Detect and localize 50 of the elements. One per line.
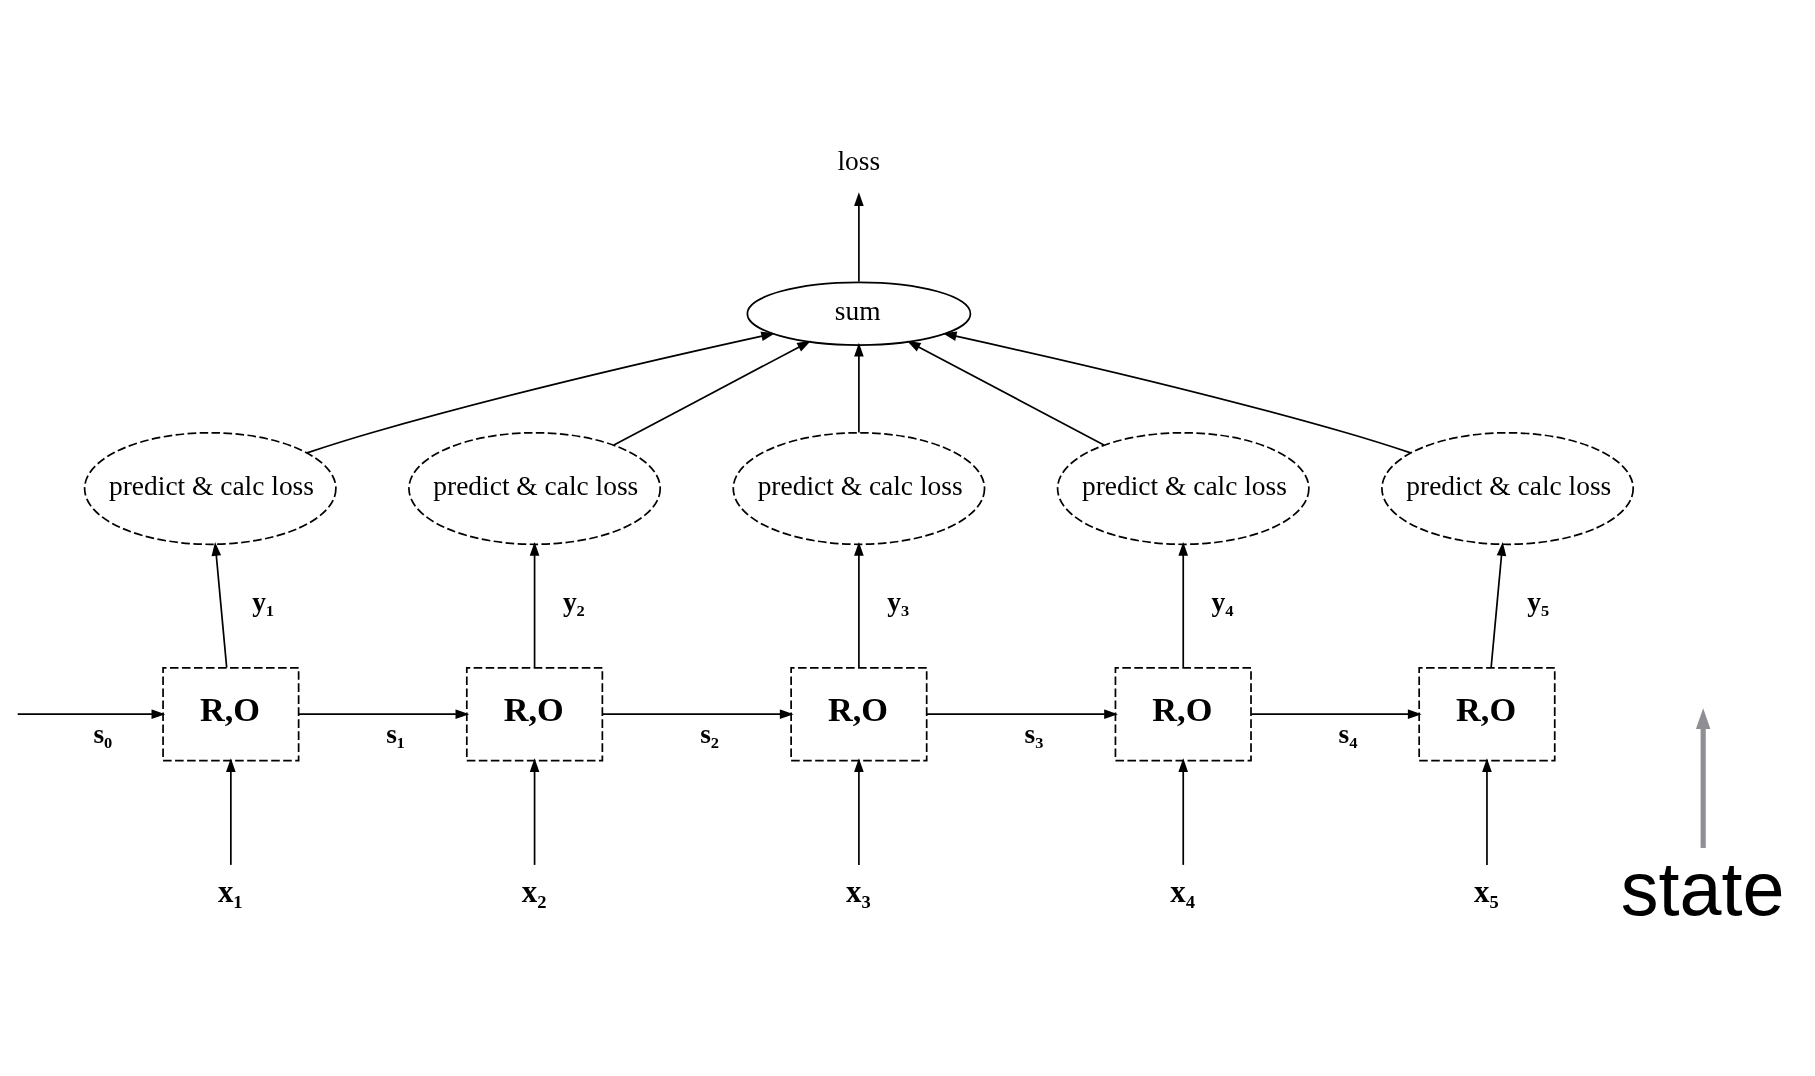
arrow (1482, 757, 1492, 866)
node-box: R,O (162, 666, 300, 761)
edge-label: y₄ (1211, 586, 1234, 617)
node-text: x₃ (846, 873, 871, 909)
arrow (529, 757, 540, 866)
arrow (211, 541, 228, 668)
arrow (601, 708, 794, 719)
node-box: R,O (1114, 666, 1252, 761)
node-ellipse: predict & calc loss (408, 431, 662, 545)
arrow (906, 340, 1105, 446)
edge-label: y₃ (887, 586, 910, 617)
node-box: R,O (1418, 666, 1556, 761)
node-ellipse: sum (746, 281, 972, 346)
edge-label: s₂ (700, 718, 720, 749)
edge-label: s₄ (1338, 718, 1358, 749)
node-ellipse: predict & calc loss (1381, 431, 1635, 545)
arrow (1250, 708, 1422, 719)
arrow (1695, 707, 1711, 848)
node-text: x₂ (521, 873, 547, 909)
arrow (854, 757, 864, 866)
edge-label: s₃ (1024, 718, 1044, 749)
node-text: x₅ (1474, 873, 1499, 909)
node-text: x₁ (217, 873, 243, 909)
edge-label: y₅ (1527, 586, 1550, 617)
arrow (926, 708, 1118, 719)
arrow (226, 757, 236, 866)
edge-label: s₁ (386, 718, 406, 749)
node-box: R,O (790, 666, 928, 761)
node-ellipse: predict & calc loss (1056, 431, 1310, 545)
arrow (1178, 541, 1189, 668)
arrow (1490, 541, 1507, 668)
node-text: state (1620, 846, 1785, 931)
node-ellipse: predict & calc loss (83, 431, 337, 545)
arrow (1178, 757, 1189, 866)
edge-label: y₁ (252, 586, 275, 617)
node-ellipse: predict & calc loss (732, 431, 986, 545)
arrow (854, 342, 864, 433)
node-text: x₄ (1170, 873, 1196, 909)
node-box: R,O (465, 666, 604, 761)
edge-label: s₀ (93, 718, 113, 749)
arrow (854, 191, 864, 282)
arrow (529, 541, 540, 668)
arrow (306, 331, 776, 454)
edge-label: y₂ (562, 586, 585, 617)
arrow (854, 541, 864, 668)
node-text: loss (837, 145, 881, 176)
arrow (16, 708, 166, 719)
arrow (298, 708, 470, 719)
arrow (942, 331, 1412, 454)
arrow (613, 340, 811, 446)
